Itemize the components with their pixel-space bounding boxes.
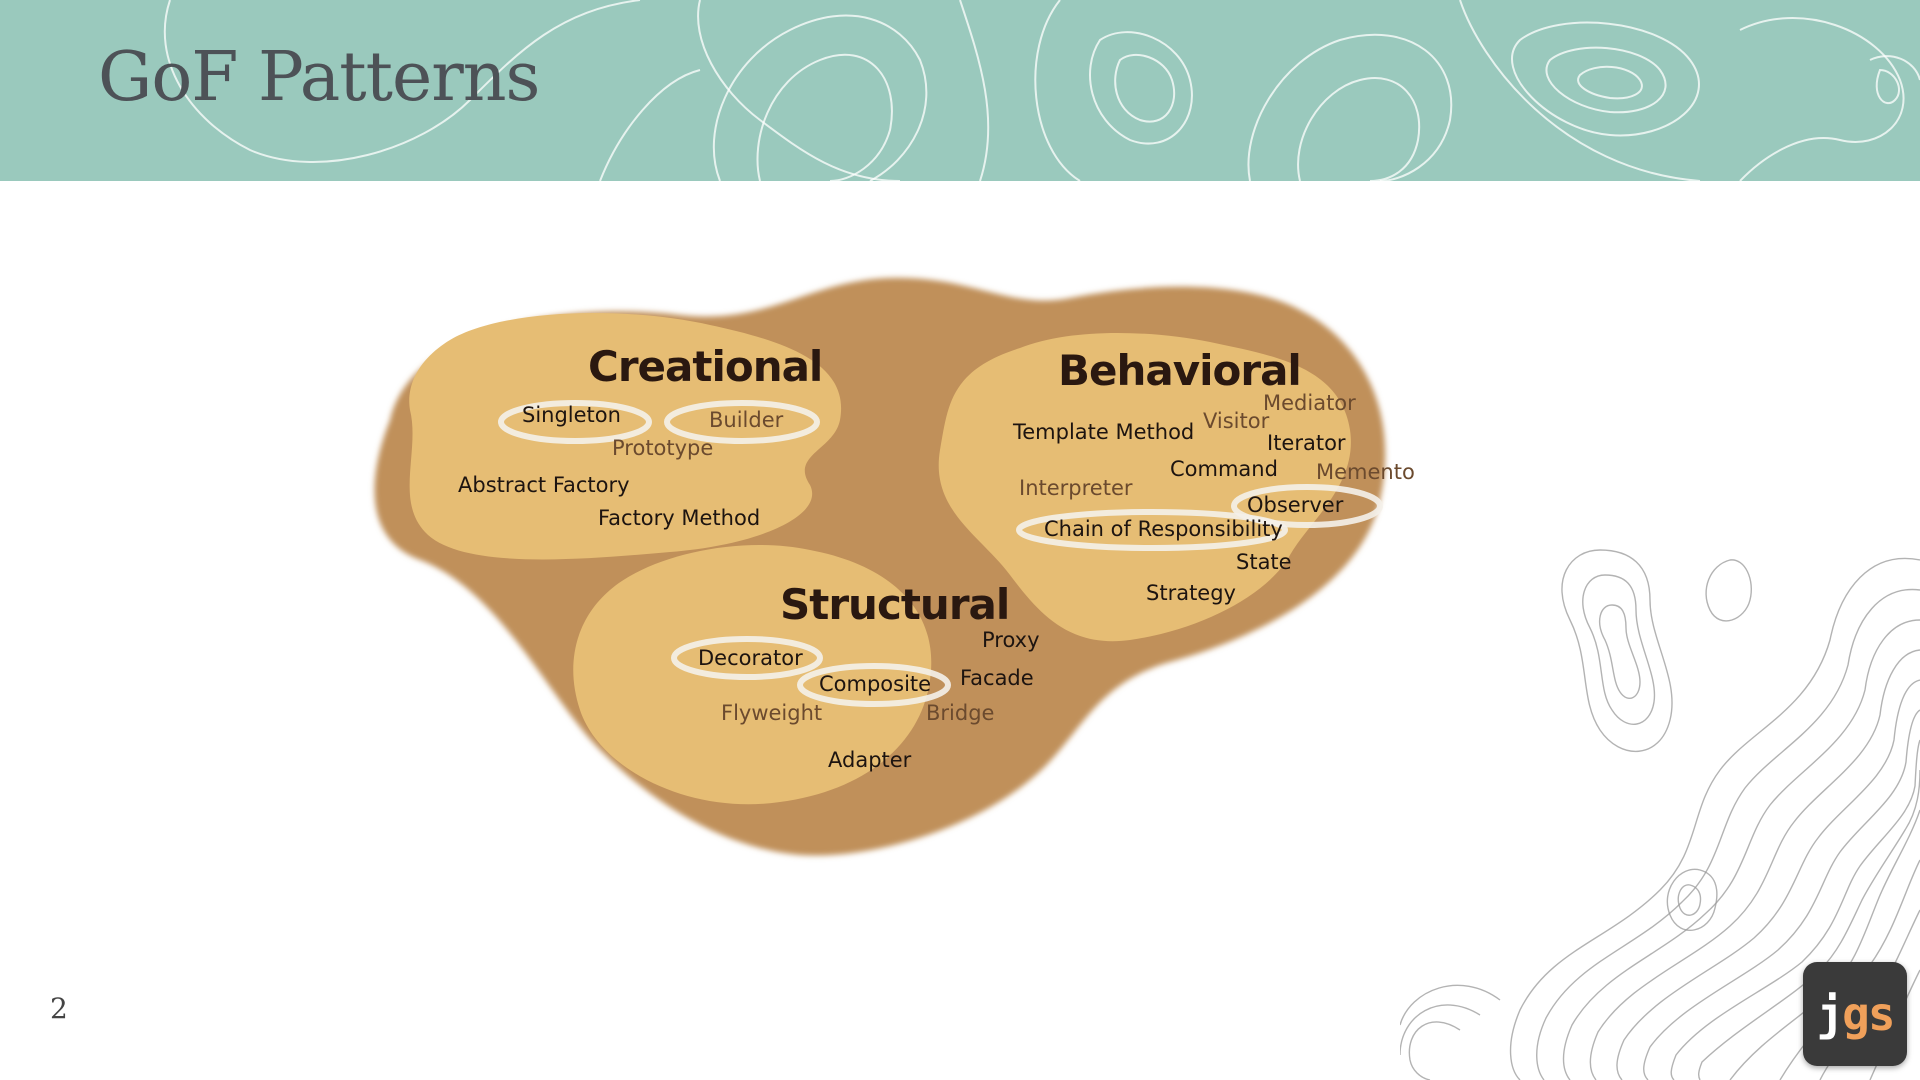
behavioral-title: Behavioral	[1058, 346, 1302, 395]
pattern-facade: Facade	[960, 666, 1034, 690]
pattern-strategy: Strategy	[1146, 581, 1236, 605]
pattern-bridge: Bridge	[926, 701, 995, 725]
pattern-memento: Memento	[1316, 460, 1415, 484]
pattern-decorator: Decorator	[698, 646, 803, 670]
pattern-singleton: Singleton	[522, 403, 621, 427]
pattern-interpreter: Interpreter	[1019, 476, 1133, 500]
structural-title: Structural	[780, 580, 1010, 629]
observer-highlight	[1231, 484, 1383, 528]
logo-letter-j: j	[1816, 987, 1844, 1041]
pattern-factory-method: Factory Method	[598, 506, 761, 530]
diagram-blobs	[374, 277, 1386, 856]
pattern-proxy: Proxy	[982, 628, 1040, 652]
pattern-builder: Builder	[709, 408, 784, 432]
pattern-command: Command	[1170, 457, 1278, 481]
pattern-iterator: Iterator	[1267, 431, 1346, 455]
slide-title: GoF Patterns	[98, 38, 540, 117]
pattern-adapter: Adapter	[828, 748, 912, 772]
page-number: 2	[50, 992, 68, 1025]
pattern-flyweight: Flyweight	[721, 701, 823, 725]
pattern-categories-diagram: Creational Singleton Builder Prototype A…	[350, 270, 1480, 870]
topographic-pattern	[163, 0, 1920, 181]
pattern-visitor: Visitor	[1203, 409, 1270, 433]
singleton-highlight	[498, 400, 652, 444]
pattern-prototype: Prototype	[612, 436, 714, 460]
builder-highlight	[664, 400, 820, 444]
chain-of-responsibility-highlight	[1016, 509, 1288, 551]
behavioral-region	[938, 332, 1351, 642]
creational-title: Creational	[588, 342, 823, 391]
logo-letters-gs: gs	[1842, 987, 1895, 1041]
pattern-chain-of-responsibility: Chain of Responsibility	[1044, 517, 1283, 541]
pattern-state: State	[1236, 550, 1292, 574]
composite-highlight	[797, 663, 951, 707]
pattern-composite: Composite	[819, 672, 932, 696]
header-banner: GoF Patterns	[0, 0, 1920, 181]
pattern-observer: Observer	[1247, 493, 1344, 517]
pattern-abstract-factory: Abstract Factory	[458, 473, 630, 497]
decorator-highlight	[671, 636, 823, 680]
pattern-template-method: Template Method	[1013, 420, 1195, 444]
pattern-mediator: Mediator	[1263, 391, 1356, 415]
